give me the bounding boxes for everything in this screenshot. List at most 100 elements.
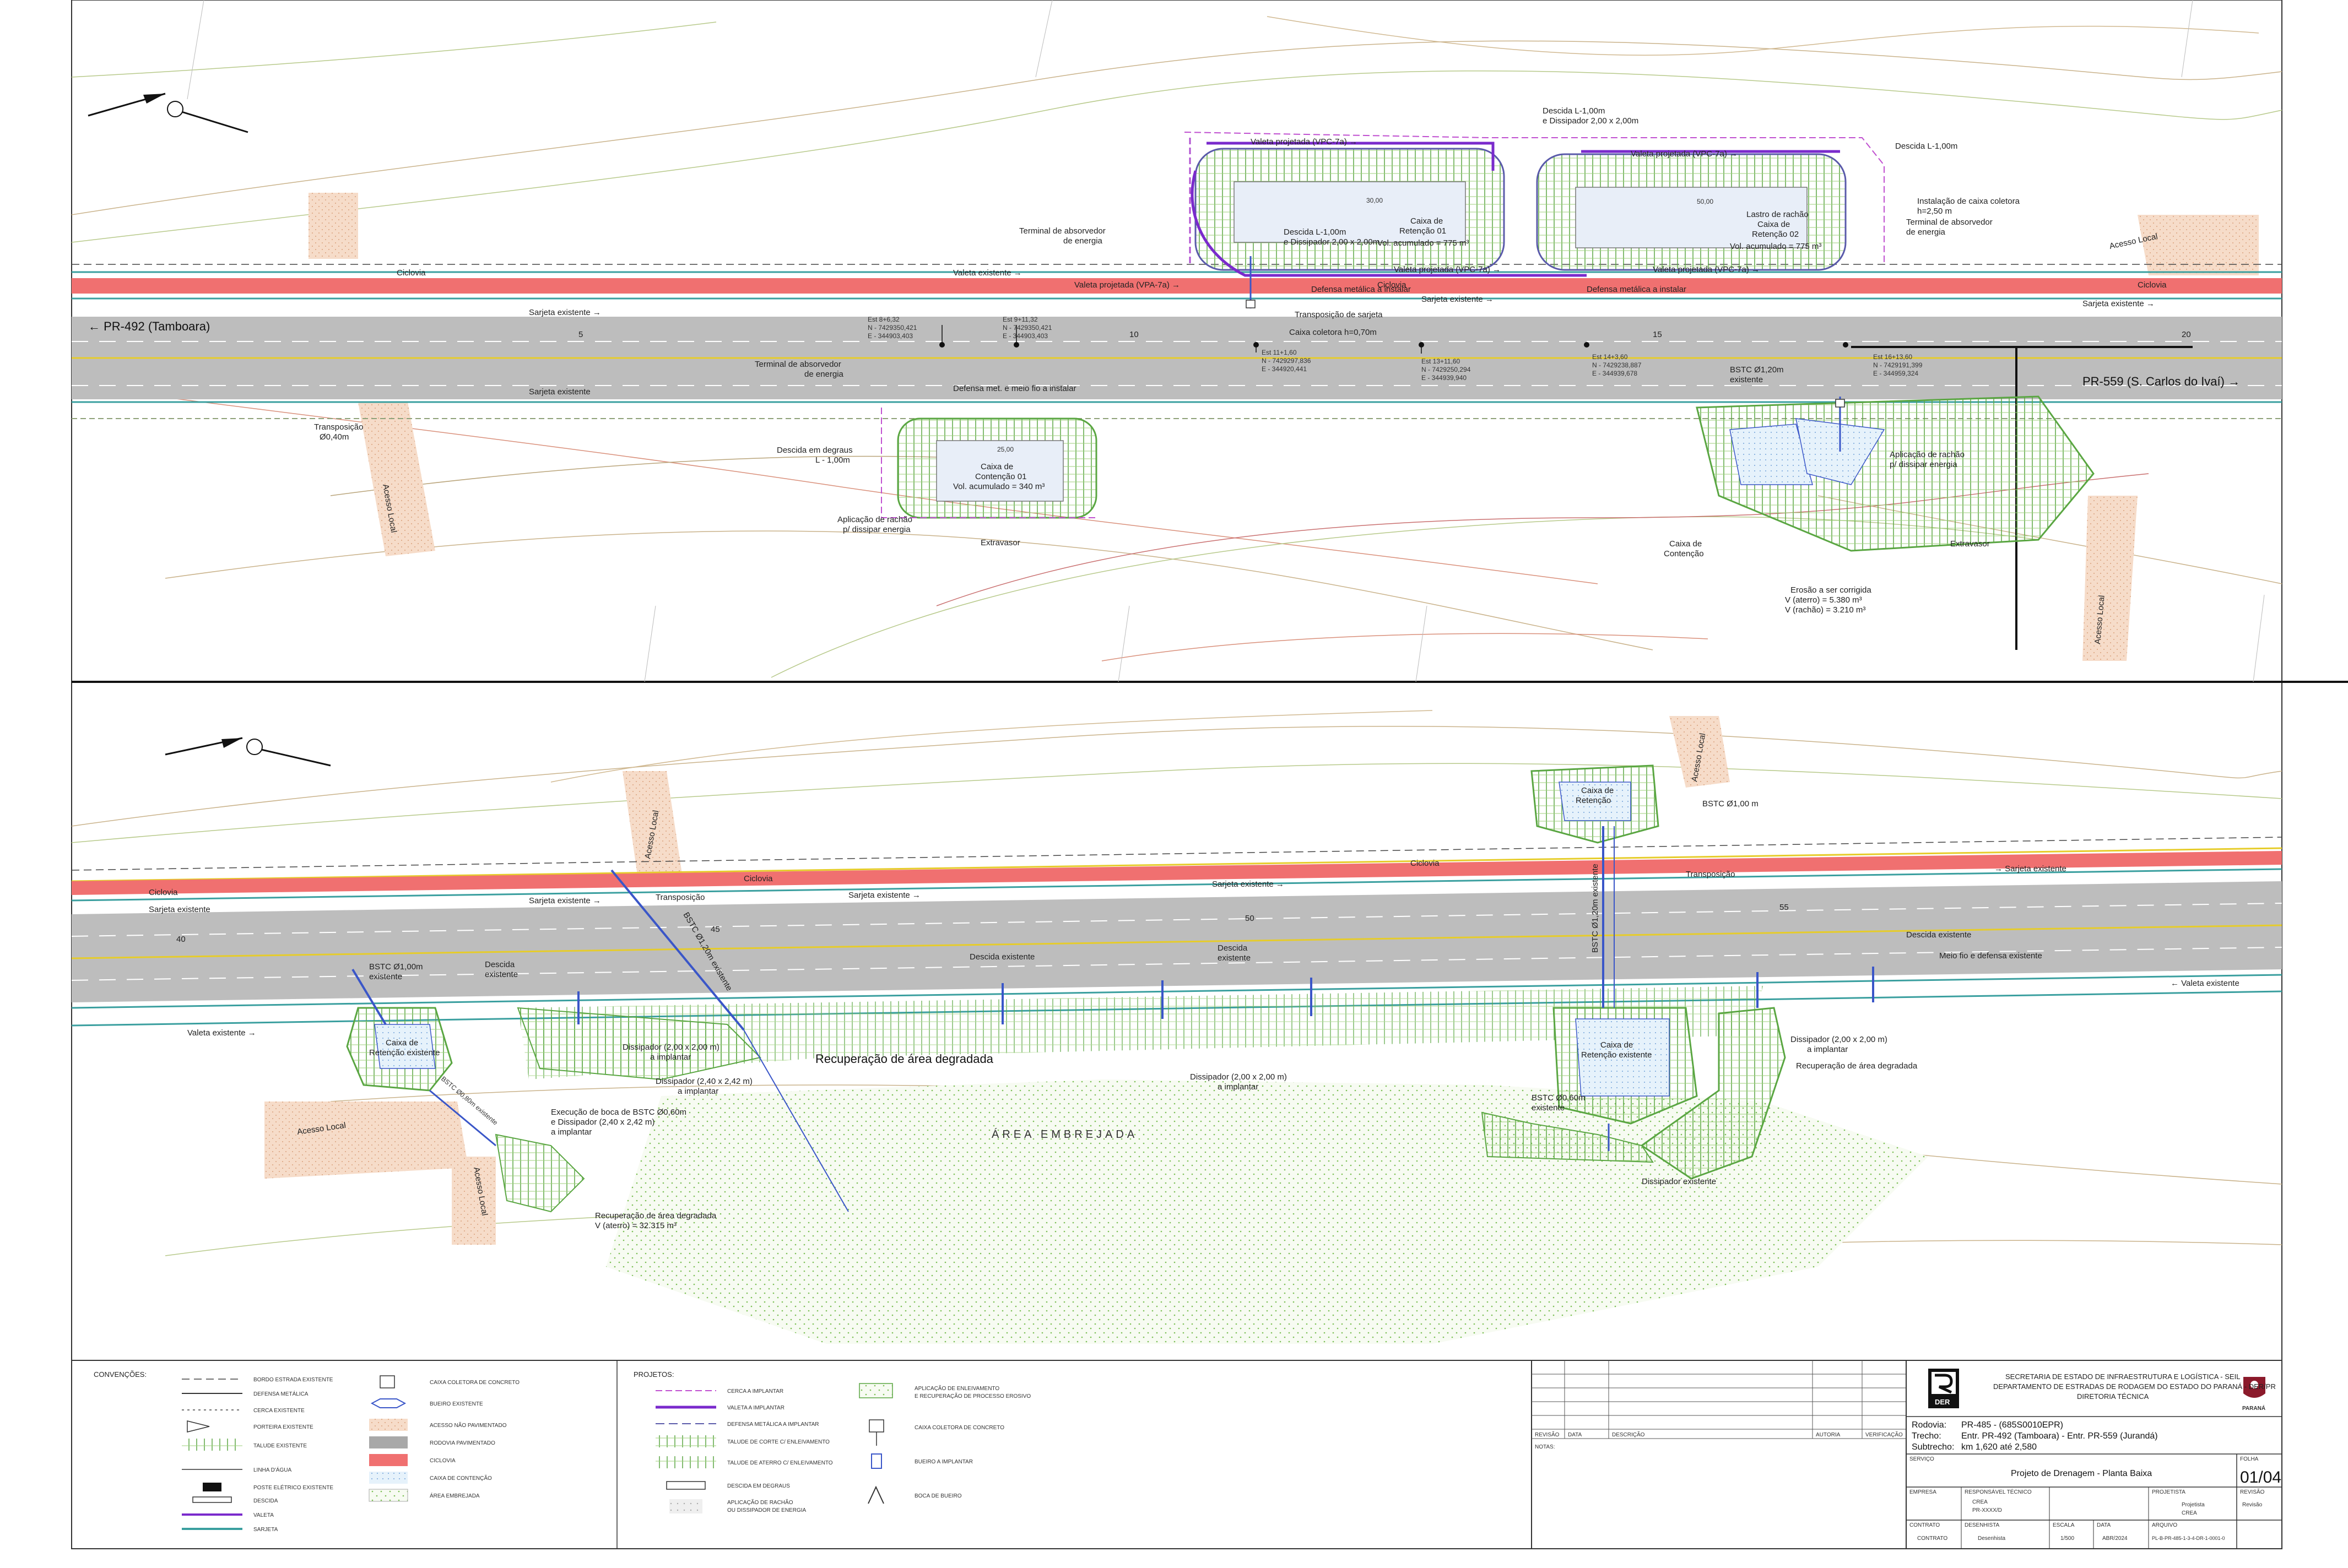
descida-l1-b-label: Descida L-1,00m xyxy=(1895,142,1957,151)
terminal-abs-1-line2: de energia xyxy=(1063,236,1103,246)
bstc-080 xyxy=(429,1089,496,1147)
dissipador-1-line1: Dissipador (2,00 x 2,00 m) xyxy=(623,1043,719,1052)
bottom-valeta-2: ← Valeta existente xyxy=(2171,979,2239,988)
org-line-1: SECRETARIA DE ESTADO DE INFRAESTRUTURA E… xyxy=(2005,1372,2240,1381)
top-ciclovia-2: Ciclovia xyxy=(1377,280,1406,290)
top-km-10: 10 xyxy=(1129,330,1139,339)
bstc-120-line2: existente xyxy=(1730,375,1763,384)
top-sarjeta-3: Sarjeta existente → xyxy=(2082,299,2155,308)
legend-c1-1: DEFENSA METÁLICA xyxy=(253,1390,309,1397)
dissipador-4-line2: a implantar xyxy=(1807,1045,1848,1054)
station-4-n: N - 7429250,294 xyxy=(1421,366,1471,373)
caixa-retencao-existente-2 xyxy=(1552,1007,1698,1125)
station-2-n: N - 7429350,421 xyxy=(1003,324,1052,332)
caixa-retencao-02 xyxy=(1536,153,1847,271)
station-5-name: Est 14+3,60 xyxy=(1592,353,1628,361)
dissipador-3-line1: Dissipador (2,00 x 2,00 m) xyxy=(1190,1072,1287,1082)
top-ciclovia-1: Ciclovia xyxy=(397,268,426,278)
bottom-valeta-1: Valeta existente → xyxy=(187,1028,256,1038)
legend-c4-2: CAIXA COLETORA DE CONCRETO xyxy=(915,1425,1004,1431)
top-km-5: 5 xyxy=(578,330,583,339)
row2-escala-value: 1/500 xyxy=(2060,1536,2074,1542)
station-3-e: E - 344920,441 xyxy=(1262,365,1307,373)
descida-degraus-line1: Descida em degraus xyxy=(777,446,853,455)
legend-c2-3: RODOVIA PAVIMENTADO xyxy=(430,1440,495,1446)
rev-h-revisao: REVISÃO xyxy=(1535,1431,1560,1438)
bottom-transposicao-2: Transposição xyxy=(1686,870,1735,879)
legend-c3-0: CERCA A IMPLANTAR xyxy=(727,1388,783,1395)
station-2-e: E - 344903,403 xyxy=(1003,332,1048,340)
descidas-existentes xyxy=(577,967,1874,1024)
bstc-100-a-line2: existente xyxy=(369,972,402,981)
rodovia-label: Rodovia: xyxy=(1912,1420,1946,1430)
caixa-ret-01-line3: Vol. acumulado = 775 m³ xyxy=(1377,238,1469,248)
row1-projetista-value: Projetista xyxy=(2182,1502,2205,1508)
trecho-label: Trecho: xyxy=(1912,1431,1941,1441)
legend-c1-9: SARJETA xyxy=(253,1527,278,1533)
dim-25: 25,00 xyxy=(997,446,1014,453)
row1-projetista-crea: CREA xyxy=(2182,1510,2197,1516)
dissipador-1-line2: a implantar xyxy=(650,1052,691,1062)
rev-notes: NOTAS: xyxy=(1535,1444,1555,1450)
subtrecho-label: Subtrecho: xyxy=(1912,1442,1954,1452)
top-acesso-2 xyxy=(358,402,435,556)
road-west-label: ← PR-492 (Tamboara) xyxy=(88,319,210,333)
top-km-20: 20 xyxy=(2182,330,2191,339)
caixa-ret-exist-1-line1: Caixa de xyxy=(386,1038,418,1048)
parana-logo: PARANÁ xyxy=(2242,1377,2265,1412)
legend-c3-5: DESCIDA EM DEGRAUS xyxy=(727,1483,790,1489)
legend-c3-2: DEFENSA METÁLICA A IMPLANTAR xyxy=(727,1420,819,1428)
top-defensa-1: Defensa metálica a instalar xyxy=(1311,285,1411,294)
legend-c3-3: TALUDE DE CORTE C/ ENLEIVAMENTO xyxy=(727,1439,830,1445)
top-acesso-4 xyxy=(2138,215,2259,275)
sheet-frame xyxy=(71,0,2282,1549)
descida-l1-dissipador: e Dissipador 2,00 x 2,00m xyxy=(1543,116,1638,126)
folha-label: FOLHA xyxy=(2240,1456,2259,1462)
top-valeta-vpc-4: Valeta projetada (VPC-7a) → xyxy=(1653,265,1760,274)
extravasor-1: Extravasor xyxy=(981,538,1020,547)
execucao-boca-line2: e Dissipador (2,40 x 2,42 m) xyxy=(551,1117,654,1127)
legend-c2-6: ÁREA EMBREJADA xyxy=(430,1492,480,1499)
road-east-label: PR-559 (S. Carlos do Ivaí) → xyxy=(2082,375,2240,388)
aplicacao-rachao-2-line1: Aplicação de rachão xyxy=(1890,450,1965,459)
aplicacao-rachao-1-line2: p/ dissipar energia xyxy=(843,525,911,534)
station-callouts xyxy=(939,325,1848,354)
station-5-e: E - 344939,678 xyxy=(1592,370,1637,377)
top-valeta-vpc-3: Valeta projetada (VPC-7a) → xyxy=(1394,265,1501,274)
caixa-contencao-east xyxy=(1696,395,2095,552)
recuperacao-east xyxy=(1481,1007,1786,1180)
legend-c2-4: CICLOVIA xyxy=(430,1458,456,1464)
bottom-km-45: 45 xyxy=(711,925,720,934)
bstc-120-vert-label: BSTC Ø1,20m existente xyxy=(1590,864,1600,953)
station-3-name: Est 11+1,60 xyxy=(1262,349,1297,356)
top-cerca-implantar xyxy=(1184,132,1885,264)
folha-value: 01/04 xyxy=(2240,1468,2281,1486)
org-line-3: DIRETORIA TÉCNICA xyxy=(2077,1392,2149,1401)
top-acesso-3 xyxy=(2082,496,2138,661)
caixa-ret-01-line2: Retenção 01 xyxy=(1399,226,1446,236)
bottom-transposicao-1: Transposição xyxy=(656,893,705,902)
caixa-coletora: Caixa coletora h=0,70m xyxy=(1289,328,1377,337)
area-embrejada-label: ÁREA EMBREJADA xyxy=(992,1128,1138,1141)
execucao-boca-line3: a implantar xyxy=(551,1127,592,1137)
recuperacao-2: Recuperação de área degradada xyxy=(1796,1061,1918,1071)
top-ciclovia-band xyxy=(72,278,2282,294)
bottom-km-40: 40 xyxy=(176,935,186,944)
row1-resp-label: RESPONSÁVEL TÉCNICO xyxy=(1965,1488,2032,1495)
revision-table: REVISÃO DATA DESCRIÇÃO AUTORIA VERIFICAÇ… xyxy=(1532,1360,1906,1450)
erosao-line3: V (rachão) = 3.210 m³ xyxy=(1785,605,1865,615)
caixa-ret-01-line1: Caixa de xyxy=(1410,216,1443,226)
descida-l1-c-label: Descida L-1,00m xyxy=(1284,227,1346,237)
transposicao-sarjeta: Transposição de sarjeta xyxy=(1295,310,1383,319)
servico-label: SERVIÇO xyxy=(1909,1456,1934,1462)
dim-30: 30,00 xyxy=(1366,197,1383,204)
recuperacao-west xyxy=(495,1007,761,1213)
bstc-100-b: BSTC Ø1,00 m xyxy=(1702,799,1759,809)
legend-c2-5: CAIXA DE CONTENÇÃO xyxy=(430,1474,492,1482)
legend-c4-3: BUEIRO A IMPLANTAR xyxy=(915,1459,973,1465)
descida-l1-c-dissipador: e Dissipador 2,00 x 2,00m xyxy=(1284,237,1379,247)
top-grid-lines xyxy=(187,0,2265,682)
legend-c3-6: APLICAÇÃO DE RACHÃO xyxy=(727,1499,793,1506)
top-panel: 5 10 15 20 ← PR-492 (Tamboara) PR-559 (S… xyxy=(71,0,2282,682)
